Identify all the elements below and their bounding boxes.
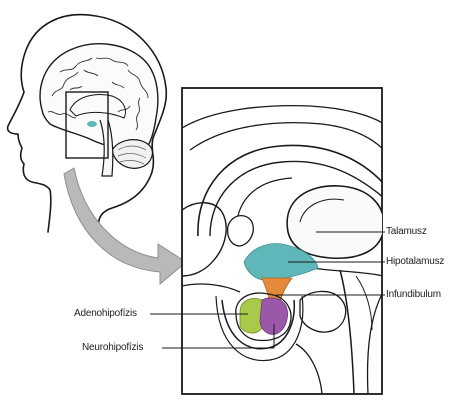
label-talamusz: Talamusz [386,226,427,238]
label-neurohipofizis: Neurohipofízis [82,342,143,354]
label-adenohipofizis: Adenohipofízis [74,308,137,320]
small-brain [40,44,158,176]
label-hipotalamusz: Hipotalamusz [386,256,444,268]
magnify-arrow [64,168,186,284]
label-infundibulum: Infundibulum [386,289,441,301]
